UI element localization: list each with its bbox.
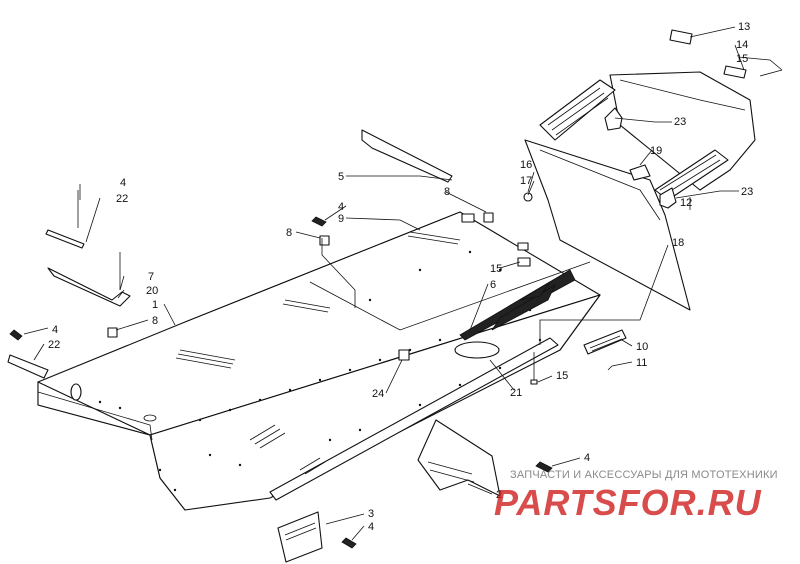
callout-17: 17 [520,175,532,187]
callout-11: 11 [636,357,647,369]
callout-4-lower-right: 4 [584,452,590,464]
deck-stripes [459,269,576,341]
watermark-tagline: ЗАПЧАСТИ И АКСЕССУАРЫ ДЛЯ МОТОТЕХНИКИ [510,469,778,481]
callout-7: 7 [148,271,154,283]
callout-8-left: 8 [152,315,158,327]
callout-1: 1 [152,299,158,311]
callout-23-lower: 23 [741,186,753,198]
watermark-logo: PARTSFOR.RU [494,482,762,523]
callout-4-lower-left: 4 [52,324,58,336]
callout-18: 18 [672,237,684,249]
callout-8-mid: 8 [286,227,292,239]
callout-labels: 13 14 15 23 19 23 12 18 16 17 4 22 5 8 4… [48,21,753,533]
callout-16: 16 [520,159,532,171]
callout-22-upper-left: 22 [116,193,128,205]
callout-4-mid: 4 [338,201,344,213]
callout-5: 5 [338,171,344,183]
callout-6: 6 [490,279,496,291]
callout-4-bottom: 4 [368,521,374,533]
callout-15-mid: 15 [490,263,502,275]
callout-24: 24 [372,388,384,400]
callout-12: 12 [680,197,692,209]
callout-14: 14 [736,39,748,51]
callout-2: 2 [496,489,502,501]
callout-21: 21 [510,387,522,399]
callout-13: 13 [738,21,750,33]
callout-15-lower: 15 [556,370,568,382]
callout-3: 3 [368,508,374,520]
callout-23-upper: 23 [674,116,686,128]
callout-22-lower-left: 22 [48,339,60,351]
callout-4-upper-left: 4 [120,177,126,189]
callout-15-top: 15 [736,53,748,65]
callout-9: 9 [338,213,344,225]
rear-bumper-assembly [524,71,756,311]
small-parts [7,29,783,563]
callout-10: 10 [636,341,648,353]
callout-19: 19 [650,145,662,157]
tunnel-assembly [37,211,601,511]
callout-20: 20 [146,285,158,297]
leader-lines [23,26,783,541]
callout-8-right: 8 [444,186,450,198]
